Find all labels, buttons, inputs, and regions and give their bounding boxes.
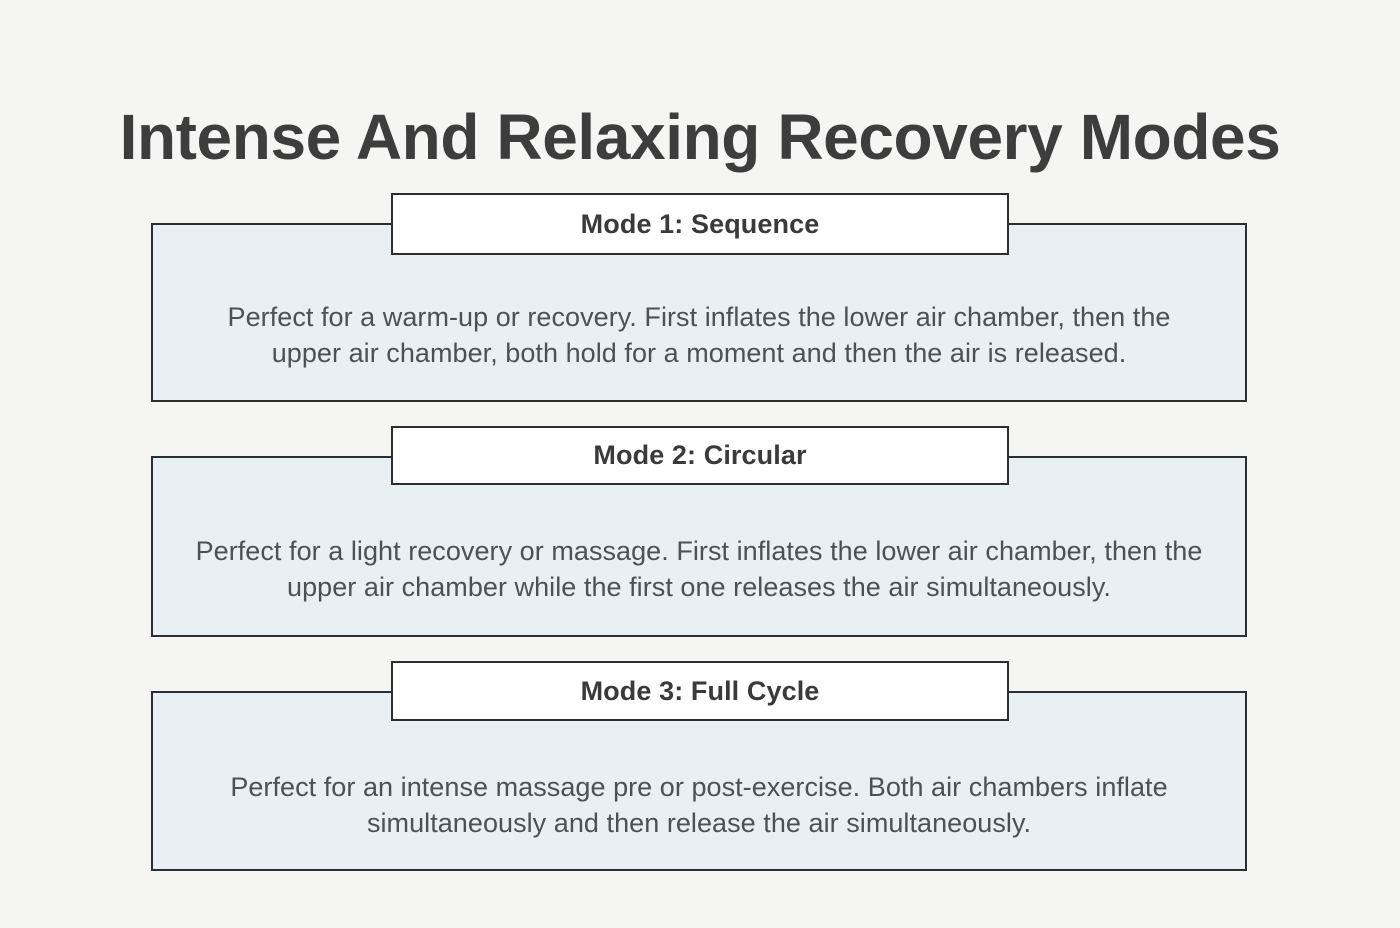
mode-panel-2 bbox=[151, 456, 1247, 637]
mode-header-label-3: Mode 3: Full Cycle bbox=[580, 675, 820, 706]
page-title: Intense And Relaxing Recovery Modes bbox=[119, 100, 1281, 173]
mode-header-label-2: Mode 2: Circular bbox=[593, 440, 807, 470]
mode-description-1: Perfect for a warm-up or recovery. First… bbox=[227, 302, 1171, 368]
mode-header-box-1: Mode 1: Sequence bbox=[391, 193, 1009, 255]
mode-header-box-2: Mode 2: Circular bbox=[391, 426, 1009, 485]
mode-panel-3 bbox=[151, 691, 1247, 871]
mode-description-2: Perfect for a light recovery or massage.… bbox=[195, 536, 1203, 602]
mode-header-label-1: Mode 1: Sequence bbox=[580, 208, 820, 239]
mode-description-3: Perfect for an intense massage pre or po… bbox=[230, 772, 1168, 838]
mode-header-box-3: Mode 3: Full Cycle bbox=[391, 661, 1009, 721]
